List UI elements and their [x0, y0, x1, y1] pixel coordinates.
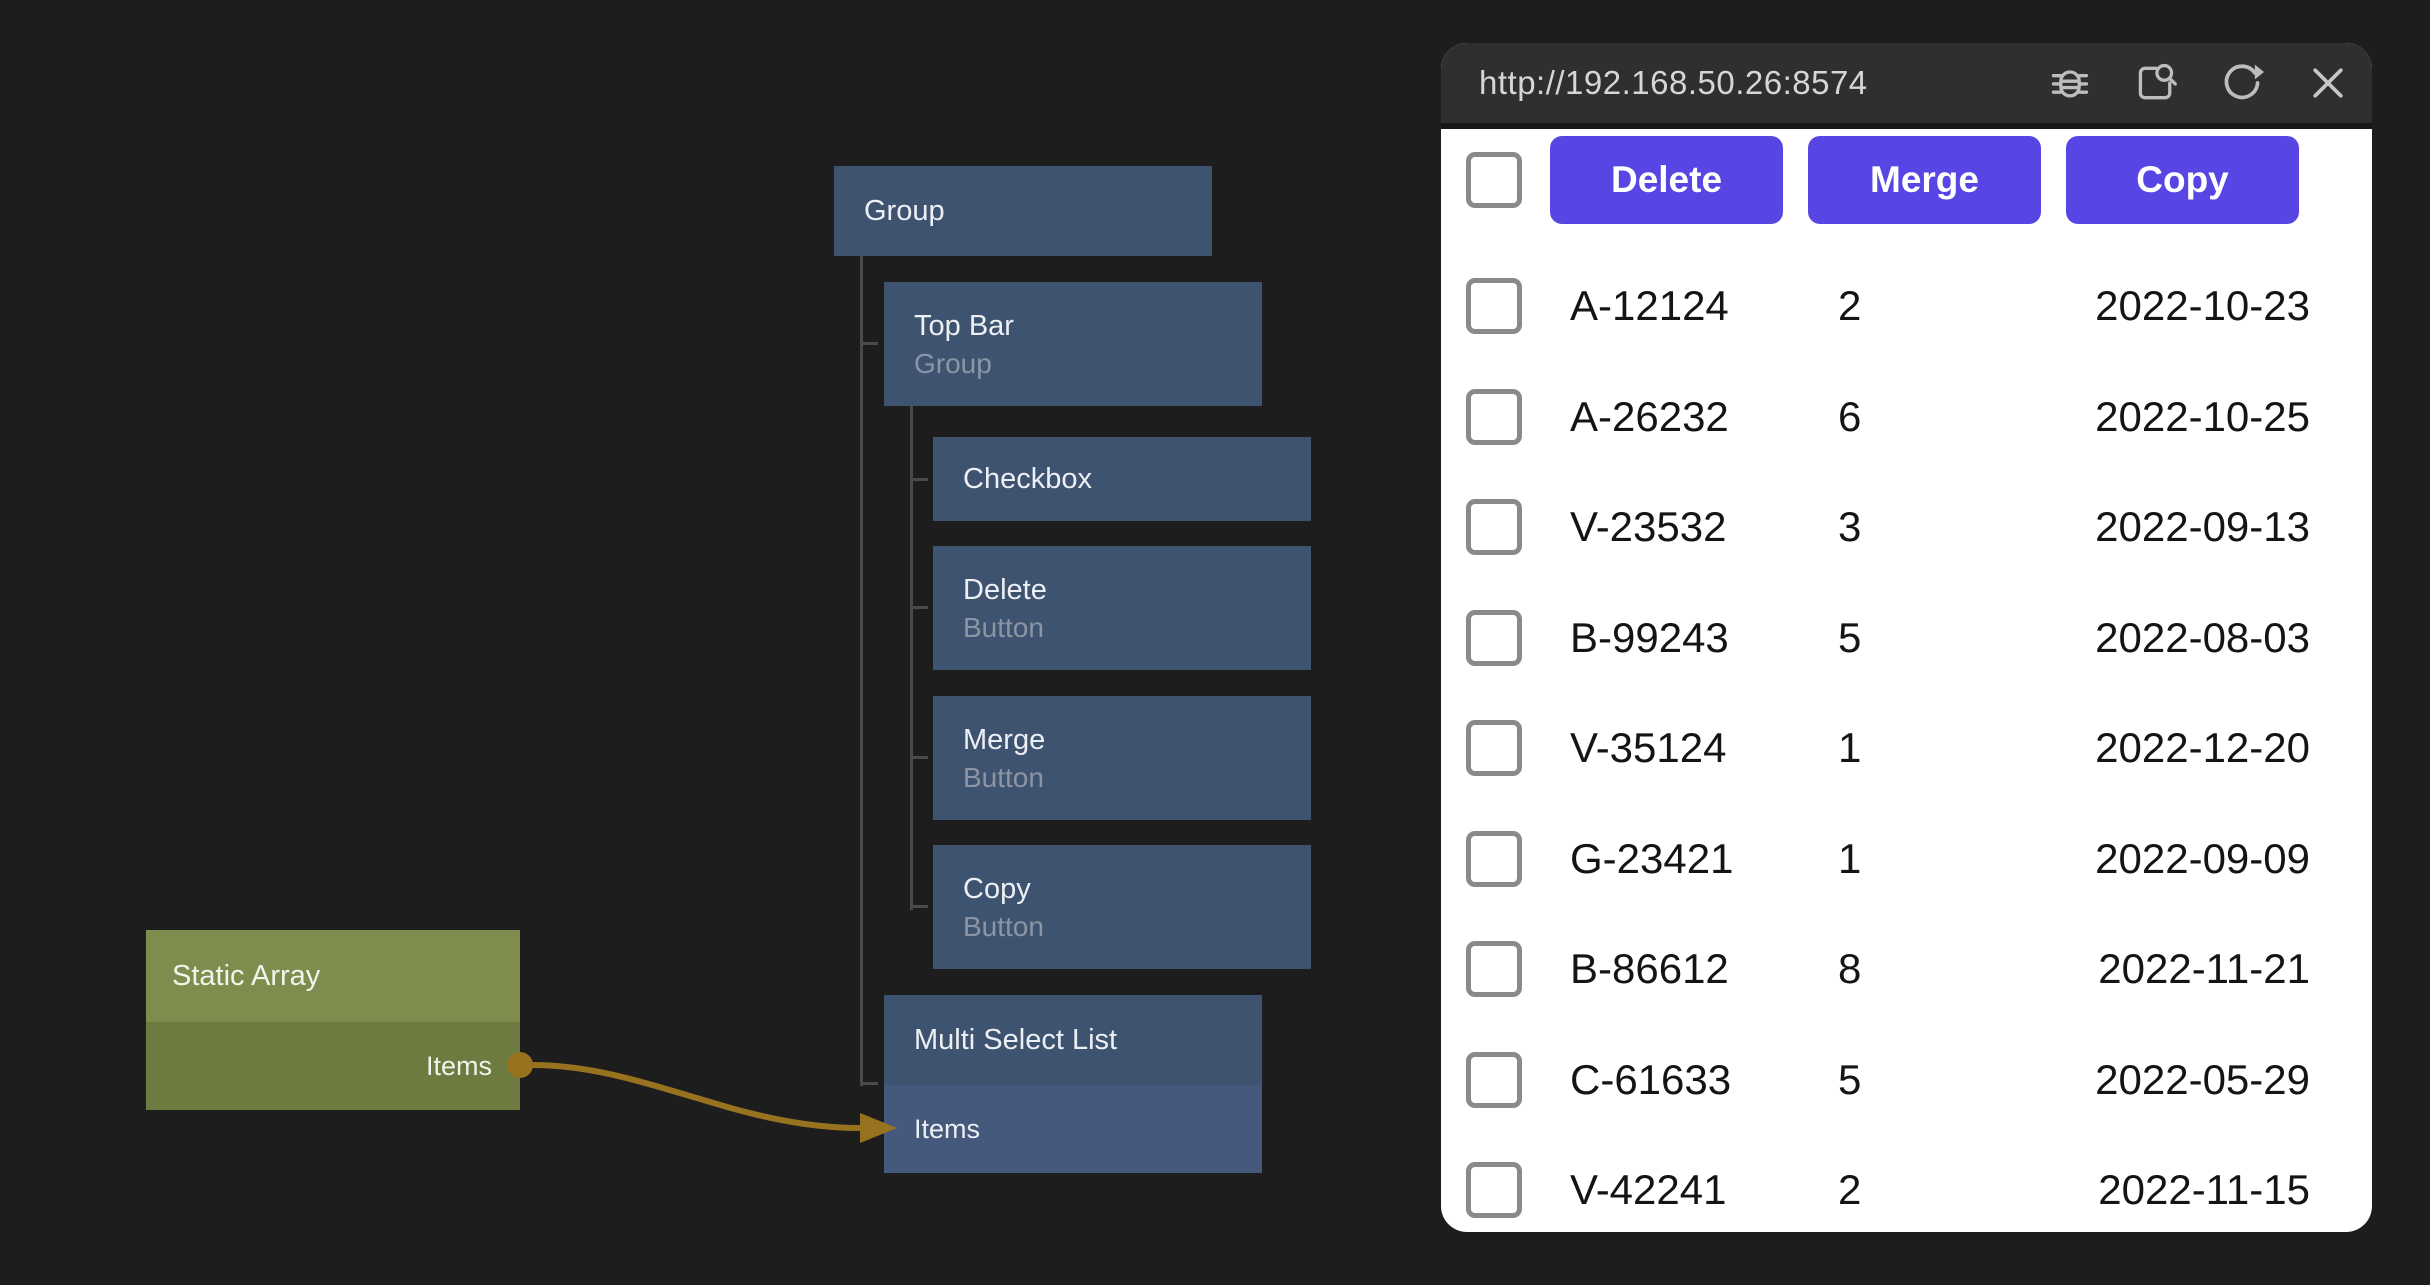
- delete-button[interactable]: Delete: [1550, 136, 1783, 224]
- row-id: V-23532: [1570, 503, 1727, 550]
- node-subtitle: Button: [963, 911, 1044, 942]
- node-title: Multi Select List: [914, 1023, 1118, 1056]
- row-qty: 5: [1838, 1056, 1862, 1103]
- select-all-checkbox[interactable]: [1466, 152, 1522, 208]
- preview-title-bar: http://192.168.50.26:8574: [1441, 43, 2372, 129]
- row-id: B-99243: [1570, 614, 1729, 661]
- list-item[interactable]: V-42241 2 2022-11-15: [1466, 1135, 2310, 1232]
- refresh-icon[interactable]: [2220, 61, 2264, 105]
- copy-button[interactable]: Copy: [2066, 136, 2299, 224]
- row-qty: 2: [1838, 1166, 1862, 1213]
- node-title: Group: [864, 195, 945, 227]
- list-item[interactable]: V-23532 3 2022-09-13: [1466, 472, 2310, 582]
- tree-tick: [910, 606, 928, 609]
- row-qty: 8: [1838, 945, 1862, 992]
- tree-node-copy[interactable]: Copy Button: [933, 845, 1311, 969]
- row-id: V-42241: [1570, 1166, 1727, 1213]
- row-date: 2022-11-21: [2098, 945, 2310, 992]
- row-checkbox[interactable]: [1466, 278, 1522, 334]
- output-port-label: Items: [425, 1050, 492, 1081]
- row-checkbox[interactable]: [1466, 941, 1522, 997]
- list-item[interactable]: C-61633 5 2022-05-29: [1466, 1025, 2310, 1135]
- row-date: 2022-10-25: [2095, 393, 2310, 440]
- tree-node-multi-select-list[interactable]: Multi Select List Items: [884, 995, 1262, 1173]
- input-port-label: Items: [914, 1113, 981, 1144]
- row-checkbox[interactable]: [1466, 389, 1522, 445]
- row-id: A-26232: [1570, 393, 1729, 440]
- row-date: 2022-12-20: [2095, 724, 2310, 771]
- row-qty: 1: [1838, 724, 1862, 771]
- list-item[interactable]: B-86612 8 2022-11-21: [1466, 914, 2310, 1024]
- tree-line-nested: [910, 406, 913, 910]
- merge-button[interactable]: Merge: [1808, 136, 2041, 224]
- row-qty: 5: [1838, 614, 1862, 661]
- row-id: A-12124: [1570, 282, 1729, 329]
- node-subtitle: Button: [963, 612, 1044, 643]
- output-port-dot: [507, 1052, 533, 1078]
- tree-node-top-bar[interactable]: Top Bar Group: [884, 282, 1262, 406]
- bug-debug-icon[interactable]: [2048, 61, 2092, 105]
- title-bar-icons: [2048, 61, 2372, 105]
- node-title: Checkbox: [963, 463, 1092, 495]
- node-subtitle: Group: [914, 348, 992, 379]
- row-date: 2022-10-23: [2095, 282, 2310, 329]
- tree-tick: [860, 1082, 878, 1085]
- tree-tick: [860, 342, 878, 345]
- list-item[interactable]: A-26232 6 2022-10-25: [1466, 362, 2310, 472]
- row-date: 2022-09-09: [2095, 835, 2310, 882]
- row-checkbox[interactable]: [1466, 720, 1522, 776]
- connection-wire-items[interactable]: [505, 1035, 915, 1155]
- row-qty: 1: [1838, 835, 1862, 882]
- multi-select-list-items-port[interactable]: Items: [884, 1085, 1262, 1173]
- row-checkbox[interactable]: [1466, 1052, 1522, 1108]
- preview-window: http://192.168.50.26:8574: [1441, 43, 2372, 1232]
- tree-tick: [910, 756, 928, 759]
- row-checkbox[interactable]: [1466, 610, 1522, 666]
- row-date: 2022-08-03: [2095, 614, 2310, 661]
- row-date: 2022-11-15: [2098, 1166, 2310, 1213]
- row-checkbox[interactable]: [1466, 831, 1522, 887]
- row-checkbox[interactable]: [1466, 499, 1522, 555]
- row-id: V-35124: [1570, 724, 1727, 771]
- list-item[interactable]: G-23421 1 2022-09-09: [1466, 804, 2310, 914]
- tree-node-delete[interactable]: Delete Button: [933, 546, 1311, 670]
- row-date: 2022-09-13: [2095, 503, 2310, 550]
- row-qty: 3: [1838, 503, 1862, 550]
- node-title: Copy: [963, 873, 1031, 905]
- row-qty: 2: [1838, 282, 1862, 329]
- tree-tick: [910, 478, 928, 481]
- list-item[interactable]: A-12124 2 2022-10-23: [1466, 251, 2310, 361]
- row-date: 2022-05-29: [2095, 1056, 2310, 1103]
- node-subtitle: Button: [963, 762, 1044, 793]
- row-qty: 6: [1838, 393, 1862, 440]
- list-item[interactable]: B-99243 5 2022-08-03: [1466, 583, 2310, 693]
- row-id: C-61633: [1570, 1056, 1732, 1103]
- wire-arrowhead: [860, 1113, 897, 1143]
- address-bar[interactable]: http://192.168.50.26:8574: [1479, 64, 1868, 101]
- node-title: Merge: [963, 724, 1046, 756]
- node-title: Delete: [963, 574, 1047, 606]
- list-item[interactable]: V-35124 1 2022-12-20: [1466, 693, 2310, 803]
- inspect-page-icon[interactable]: [2134, 61, 2178, 105]
- row-id: B-86612: [1570, 945, 1729, 992]
- tree-tick: [910, 905, 928, 908]
- node-title: Static Array: [172, 959, 321, 992]
- multi-select-list-header: Multi Select List: [884, 995, 1262, 1085]
- tree-node-group[interactable]: Group: [834, 166, 1212, 256]
- row-checkbox[interactable]: [1466, 1162, 1522, 1218]
- node-static-array[interactable]: Static Array Items: [146, 930, 520, 1110]
- static-array-header: Static Array: [146, 930, 520, 1022]
- tree-node-checkbox[interactable]: Checkbox: [933, 437, 1311, 521]
- static-array-items-port[interactable]: Items: [146, 1022, 520, 1110]
- close-icon[interactable]: [2306, 61, 2350, 105]
- tree-node-merge[interactable]: Merge Button: [933, 696, 1311, 820]
- tree-line-root: [860, 256, 863, 1086]
- node-title: Top Bar: [914, 310, 1014, 342]
- row-id: G-23421: [1570, 835, 1734, 882]
